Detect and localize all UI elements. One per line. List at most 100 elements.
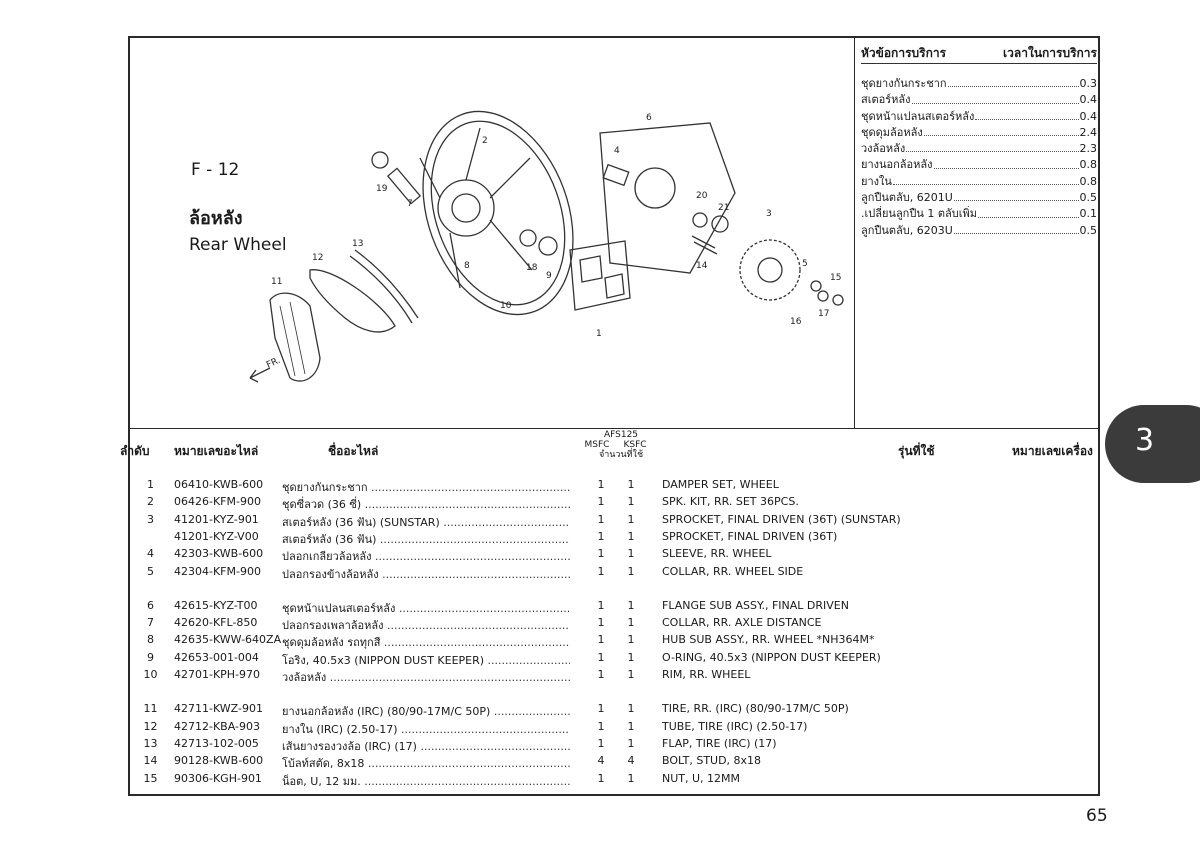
figure-title-thai: ล้อหลัง	[189, 208, 243, 229]
part-number: 06410-KWB-600	[174, 478, 264, 491]
header-applicable-model: รุ่นที่ใช้	[898, 444, 935, 458]
service-row: วงล้อหลัง 2.3	[861, 141, 1097, 157]
part-number: 42712-KBA-903	[174, 719, 260, 733]
dot-leader: ........................................…	[487, 653, 570, 667]
service-item-time: 0.4	[1079, 93, 1098, 107]
qty-msfc: 1	[597, 650, 605, 664]
part-name-thai-text: ชุดยางกันกระชาก	[282, 481, 368, 494]
part-name-thai: ปลอกเกลียวล้อหลัง ......................…	[282, 547, 570, 565]
ref-number: 9	[147, 650, 154, 664]
qty-msfc: 1	[597, 529, 605, 543]
qty-msfc: 1	[597, 616, 605, 630]
part-name-thai-text: ชุดดุมล้อหลัง รถทุกสี	[282, 636, 381, 650]
header-part-number: หมายเลขอะไหล่	[174, 444, 259, 458]
dot-leader	[933, 157, 1079, 169]
rim-drawing	[422, 110, 574, 316]
ref-number: 7	[147, 616, 154, 630]
part-name-thai: โอริง, 40.5x3 (NIPPON DUST KEEPER) .....…	[282, 651, 570, 669]
callout-18: 18	[526, 263, 538, 273]
dot-leader: ........................................…	[364, 498, 570, 512]
callout-5: 5	[802, 259, 808, 269]
dot-leader	[975, 109, 1079, 120]
service-header-right: เวลาในการบริการ	[1003, 46, 1097, 60]
service-item-name: ชุดยางกันกระชาก	[861, 77, 947, 90]
part-name-english: RIM, RR. WHEEL	[662, 668, 751, 681]
table-row: 7 42620-KFL-850 ปลอกรองเพลาล้อหลัง .......…	[130, 616, 1098, 632]
ref-number: 1	[147, 478, 154, 491]
ref-number: 15	[143, 771, 158, 785]
catalog-frame: F - 12 ล้อหลัง Rear Wheel	[120, 36, 1100, 796]
part-number: 41201-KYZ-901	[174, 512, 259, 526]
dot-leader	[953, 223, 1079, 234]
part-name-thai-text: ปลอกรองเพลาล้อหลัง	[282, 619, 384, 633]
tire-drawing	[269, 292, 321, 382]
part-name-thai-text: สเตอร์หลัง (36 ฟัน) (SUNSTAR)	[282, 515, 440, 529]
callout-12: 12	[312, 253, 323, 263]
header-part-name: ชื่ออะไหล่	[328, 444, 379, 458]
page-number: 65	[1086, 806, 1108, 826]
qty-ksfc: 1	[627, 633, 635, 647]
part-name-thai: สเตอร์หลัง (36 ฟัน) ....................…	[282, 530, 570, 548]
part-number: 06426-KFM-900	[174, 495, 261, 509]
dot-leader: ........................................…	[387, 619, 570, 633]
qty-ksfc: 1	[627, 478, 635, 491]
service-item-time: 0.1	[1079, 207, 1098, 221]
qty-ksfc: 1	[627, 616, 635, 630]
chapter-tab: 3	[1105, 405, 1200, 483]
service-item-name: ชุดดุมล้อหลัง	[861, 125, 923, 139]
service-item-name: วงล้อหลัง	[861, 142, 906, 156]
callout-8: 8	[464, 261, 470, 271]
part-number: 42620-KFL-850	[174, 616, 258, 630]
part-name-english: DAMPER SET, WHEEL	[662, 478, 779, 491]
service-row: .เปลี่ยนลูกปืน 1 ตลับเพิ่ม 0.1	[861, 206, 1097, 222]
tube-drawing	[309, 269, 396, 333]
part-name-english: COLLAR, RR. WHEEL SIDE	[662, 564, 804, 578]
part-name-english: FLANGE SUB ASSY., FINAL DRIVEN	[662, 598, 849, 612]
service-item-time: 2.3	[1079, 142, 1098, 156]
part-name-thai: ยางนอกล้อหลัง (IRC) (80/90-17M/C 50P) ..…	[282, 702, 570, 720]
dot-leader: ........................................…	[364, 774, 570, 788]
dot-leader: ........................................…	[383, 636, 570, 650]
part-number: 42615-KYZ-T00	[174, 598, 258, 612]
part-name-english: NUT, U, 12MM	[662, 771, 741, 785]
service-item-name: .เปลี่ยนลูกปืน 1 ตลับเพิ่ม	[861, 207, 977, 221]
part-name-english: TUBE, TIRE (IRC) (2.50-17)	[662, 719, 808, 733]
qty-msfc: 1	[597, 495, 605, 509]
header-quantity: จำนวนที่ใช้	[598, 450, 644, 460]
header-no: ลำดับ	[120, 444, 150, 458]
part-name-thai-text: น็อต, U, 12 มม.	[282, 774, 361, 788]
part-number: 90306-KGH-901	[174, 771, 262, 785]
qty-ksfc: 1	[627, 564, 635, 578]
ref-number: 5	[147, 564, 154, 578]
service-item-time: 0.8	[1079, 174, 1098, 188]
part-name-thai-text: โอริง, 40.5x3 (NIPPON DUST KEEPER)	[282, 653, 485, 667]
part-name-thai-text: ปลอกรองข้างล้อหลัง	[282, 567, 379, 581]
part-name-thai-text: ปลอกเกลียวล้อหลัง	[282, 550, 372, 564]
part-name-thai: ยางใน (IRC) (2.50-17) ..................…	[282, 720, 570, 738]
qty-msfc: 1	[597, 564, 605, 578]
ref-number: 14	[143, 754, 158, 768]
table-row: 1 06410-KWB-600 ชุดยางกันกระชาก ..........…	[130, 478, 1098, 494]
qty-ksfc: 1	[627, 547, 635, 561]
dot-leader: ........................................…	[371, 481, 570, 494]
parts-table-header: ลำดับ หมายเลขอะไหล่ ชื่ออะไหล่ AFS125 MS…	[120, 430, 1098, 468]
dot-leader: ........................................…	[493, 705, 570, 719]
part-name-thai-text: ชุดหน้าแปลนสเตอร์หลัง	[282, 601, 396, 615]
service-item-name: สเตอร์หลัง	[861, 93, 911, 107]
front-label: FR.	[265, 356, 282, 371]
dot-leader: ........................................…	[329, 671, 570, 684]
sprocket-drawing	[739, 239, 801, 301]
qty-ksfc: 1	[627, 771, 635, 785]
qty-msfc: 1	[597, 668, 605, 681]
table-row: 15 90306-KGH-901 น็อต, U, 12 มม. .........…	[130, 772, 1098, 788]
part-name-thai: ปลอกรองเพลาล้อหลัง .....................…	[282, 616, 570, 634]
part-name-english: HUB SUB ASSY., RR. WHEEL *NH364M*	[662, 633, 875, 647]
